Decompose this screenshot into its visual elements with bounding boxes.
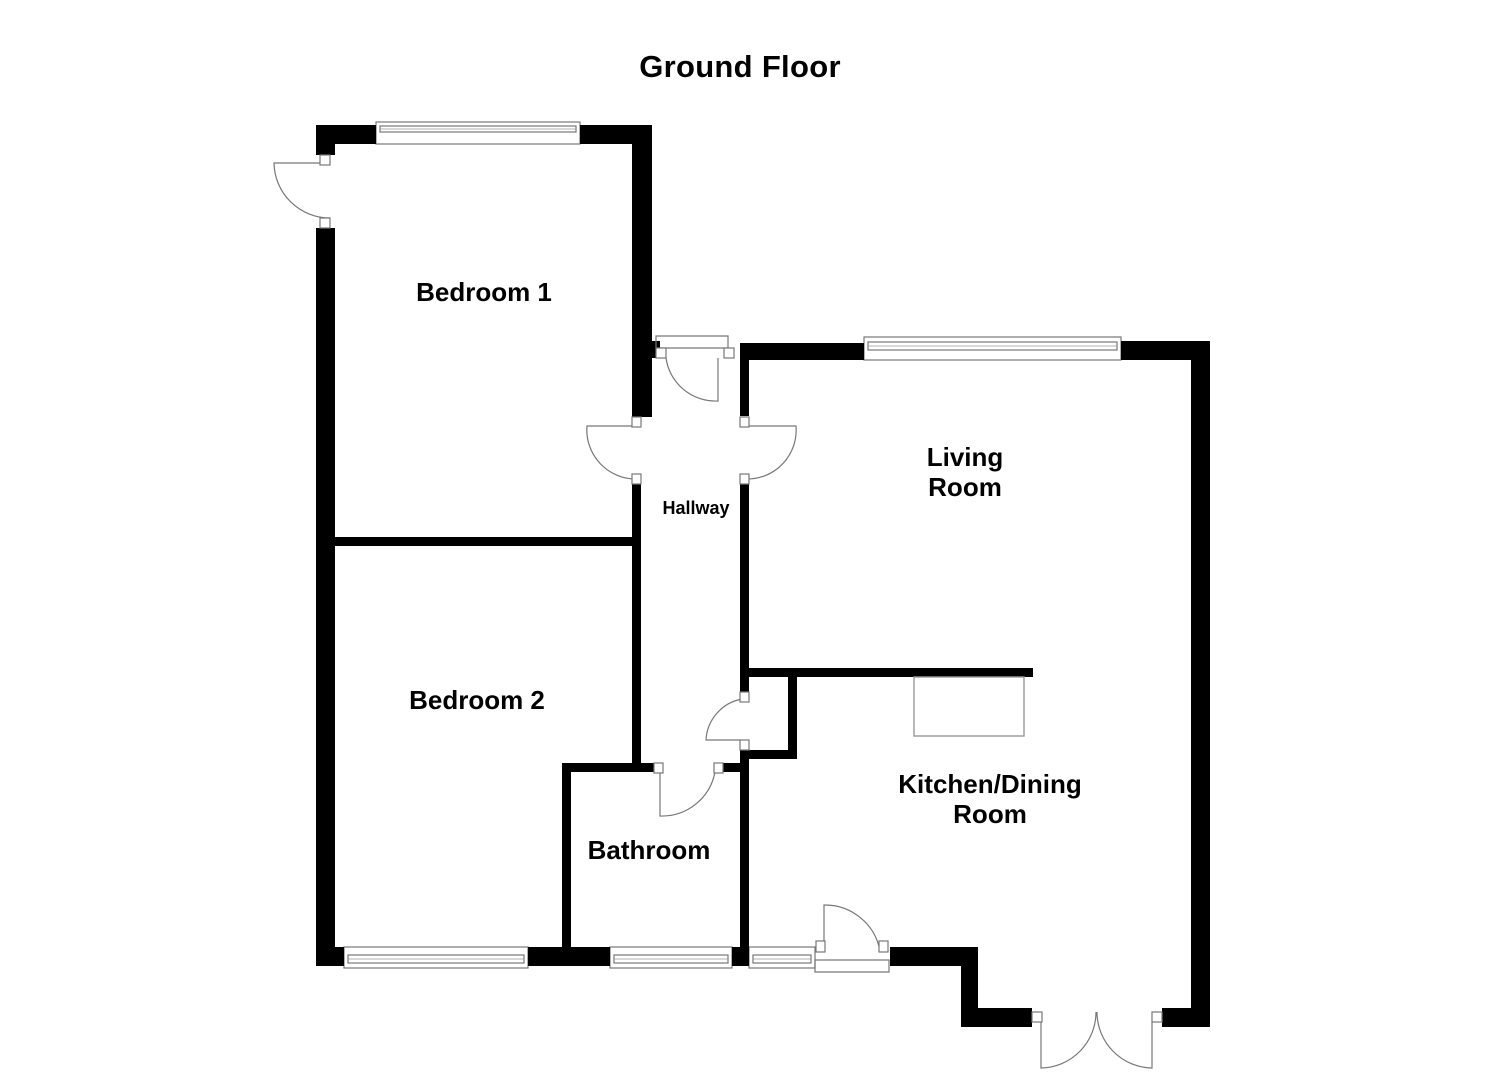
kitchen-counter — [913, 676, 1025, 737]
wall-segment — [316, 947, 344, 966]
wall-segment — [890, 947, 978, 966]
room-label-bathroom: Bathroom — [587, 835, 711, 866]
room-label-line: Room — [928, 471, 1002, 502]
floor-title: Ground Floor — [639, 49, 841, 84]
window — [343, 946, 529, 969]
bedroom-1-door-icon — [586, 416, 642, 485]
french-door-right-icon — [1096, 1011, 1163, 1069]
room-label-line: Hallway — [662, 498, 730, 518]
window — [609, 946, 733, 969]
walls-layer — [316, 125, 1210, 1027]
wall-segment — [1162, 1008, 1210, 1027]
wall-segment — [740, 343, 749, 416]
wall-segment — [562, 763, 571, 949]
wall-segment — [316, 228, 335, 966]
doors-layer — [273, 154, 1163, 1069]
bathroom-door-icon — [653, 762, 724, 817]
room-label-bedroom-2: Bedroom 2 — [409, 685, 545, 716]
room-label-line: Bedroom 1 — [416, 277, 552, 307]
room-label-bedroom-1: Bedroom 1 — [416, 277, 552, 308]
room-label-line: Bedroom 2 — [409, 685, 545, 715]
wall-segment — [528, 947, 610, 966]
wall-segment — [740, 343, 864, 360]
wall-segment — [961, 947, 978, 1027]
wall-segment — [749, 750, 797, 759]
fixtures-layer — [913, 676, 1025, 737]
room-label-hallway: Hallway — [662, 498, 729, 519]
wall-segment — [1121, 341, 1210, 360]
window — [863, 336, 1122, 361]
wall-segment — [335, 537, 632, 546]
french-door-left-icon — [1031, 1011, 1097, 1069]
window — [375, 121, 581, 145]
bedroom-1-external-door-icon — [273, 154, 331, 229]
wall-segment — [788, 677, 797, 759]
wall-segment — [740, 484, 749, 692]
hallway-entry-swing-icon — [665, 357, 719, 402]
wall-segment — [723, 763, 749, 772]
living-room-door-icon — [739, 416, 797, 485]
cupboard-door-icon — [705, 691, 750, 751]
room-label-line: Kitchen/Dining — [898, 769, 1082, 799]
wall-segment — [740, 750, 749, 966]
wall-segment — [1191, 341, 1210, 1027]
wall-segment — [632, 484, 641, 766]
wall-segment — [316, 125, 335, 155]
room-label-line: Living — [926, 442, 1004, 472]
room-label-line: Bathroom — [587, 835, 711, 865]
window — [748, 946, 816, 969]
room-label-line: Room — [953, 798, 1027, 829]
wall-segment — [632, 125, 652, 417]
wall-segment — [562, 763, 654, 772]
wall-segment — [961, 1008, 1032, 1027]
kitchen-side-door-icon — [815, 904, 889, 953]
front-door-icon — [655, 335, 735, 359]
wall-segment — [749, 668, 1033, 677]
kitchen-side-sill-icon — [814, 959, 890, 973]
